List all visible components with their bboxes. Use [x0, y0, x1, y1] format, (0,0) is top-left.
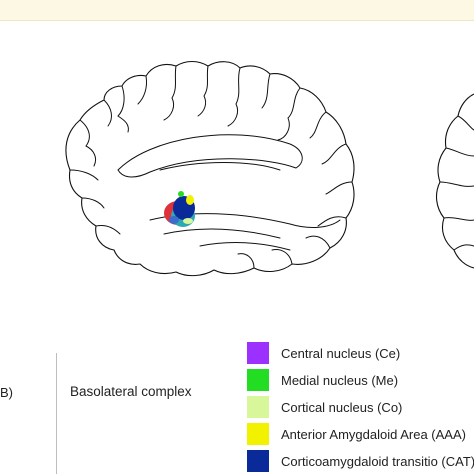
- legend-item-cortical-nucleus: Cortical nucleus (Co): [247, 396, 474, 418]
- panel-label: B): [0, 385, 13, 400]
- legend-label-corticoamygdaloid-transition: Corticoamygdaloid transitio (CAT): [281, 453, 474, 469]
- legend-item-anterior-amygdaloid-area: Anterior Amygdaloid Area (AAA): [247, 423, 474, 445]
- legend-label-anterior-amygdaloid-area: Anterior Amygdaloid Area (AAA): [281, 426, 466, 442]
- legend-item-medial-nucleus: Medial nucleus (Me): [247, 369, 474, 391]
- divider-line: [56, 353, 57, 474]
- sulci-right: [439, 115, 474, 251]
- legend-swatch-medial-nucleus: [247, 369, 269, 391]
- legend: Central nucleus (Ce) Medial nucleus (Me)…: [247, 342, 474, 474]
- brain-outline-right: [435, 93, 474, 269]
- legend-item-central-nucleus: Central nucleus (Ce): [247, 342, 474, 364]
- legend-label-central-nucleus: Central nucleus (Ce): [281, 345, 401, 361]
- top-banner: [0, 0, 474, 21]
- sulci-left: [69, 65, 353, 269]
- basolateral-complex-label: Basolateral complex: [70, 384, 192, 399]
- brain-illustration: [65, 60, 474, 277]
- brain-outline-left: [65, 60, 355, 277]
- legend-label-cortical-nucleus: Cortical nucleus (Co): [281, 399, 403, 415]
- legend-item-corticoamygdaloid-transition: Corticoamygdaloid transitio (CAT): [247, 450, 474, 472]
- amygdala-region: [164, 191, 195, 227]
- legend-swatch-corticoamygdaloid-transition: [247, 450, 269, 472]
- legend-swatch-cortical-nucleus: [247, 396, 269, 418]
- legend-swatch-central-nucleus: [247, 342, 269, 364]
- legend-swatch-anterior-amygdaloid-area: [247, 423, 269, 445]
- legend-label-medial-nucleus: Medial nucleus (Me): [281, 372, 399, 388]
